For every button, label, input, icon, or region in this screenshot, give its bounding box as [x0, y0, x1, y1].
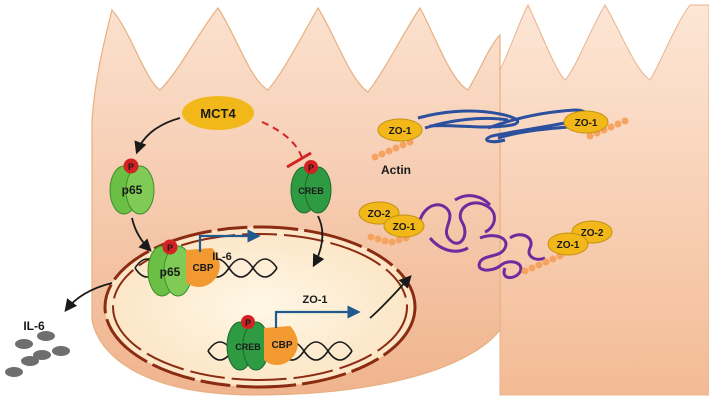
zo1-protein-right-top	[563, 110, 609, 134]
phospho-badge-creb-nuclear	[241, 315, 255, 329]
arrow-p65-to-nucleus	[131, 217, 152, 252]
zo1-protein-left-lower	[383, 214, 425, 238]
zo1-protein-right-lower	[547, 232, 589, 256]
p65-label-top: p65	[122, 183, 143, 197]
occludin-strands	[418, 194, 546, 279]
mct4-label: MCT4	[200, 106, 236, 121]
actin-filament-right-lower	[521, 252, 564, 275]
il6-transcription-arrow	[198, 229, 261, 252]
cbp-label-bottom: CBP	[271, 340, 292, 351]
zo1-label-right-lower: ZO-1	[557, 240, 580, 251]
phospho-label: P	[308, 163, 314, 173]
phospho-badge-p65-top	[123, 158, 139, 174]
mct4-transporter	[182, 96, 254, 130]
zo2-label-left: ZO-2	[368, 209, 391, 220]
actin-filament-right-top	[586, 117, 629, 140]
p65-label-nuclear: p65	[160, 265, 181, 279]
arrow-mct4-to-p65	[134, 117, 181, 155]
actin-label: Actin	[381, 163, 411, 177]
cbp-label-top: CBP	[192, 263, 213, 274]
zo1-transcription-arrow	[274, 305, 361, 328]
inhibition-bar	[286, 151, 312, 169]
phospho-badge-p65-nuclear	[162, 239, 178, 255]
il6-gene-label: IL-6	[212, 251, 232, 263]
phospho-label: P	[167, 243, 173, 253]
p65-subunit-b	[125, 165, 155, 215]
zo1-label-a: ZO-1	[389, 126, 412, 137]
cbp-protein-top	[186, 248, 220, 287]
zo1-protein-left-top	[377, 118, 423, 142]
arrow-creb-to-nucleus	[312, 215, 325, 268]
creb-label-nuclear: CREB	[235, 342, 261, 352]
il6-secreted-label: IL-6	[23, 319, 45, 333]
zo2-label-right: ZO-2	[581, 228, 604, 239]
cbp-protein-bottom	[264, 326, 298, 365]
arrow-zo1-to-junction	[369, 275, 412, 319]
zo1-gene-label: ZO-1	[302, 294, 327, 306]
secreted-il6-particles	[5, 331, 70, 377]
inhibition-mct4-to-creb	[261, 121, 303, 159]
right-epithelial-cell	[499, 3, 709, 396]
zo1-label-left-lower: ZO-1	[393, 222, 416, 233]
phospho-badge-creb-top	[304, 160, 318, 174]
creb-label-top: CREB	[298, 186, 324, 196]
arrow-il6-secretion	[64, 282, 113, 312]
nuclear-envelope-outer	[103, 225, 417, 389]
phospho-label: P	[128, 162, 134, 172]
zo1-label-b: ZO-1	[575, 118, 598, 129]
phospho-label: P	[245, 318, 251, 328]
